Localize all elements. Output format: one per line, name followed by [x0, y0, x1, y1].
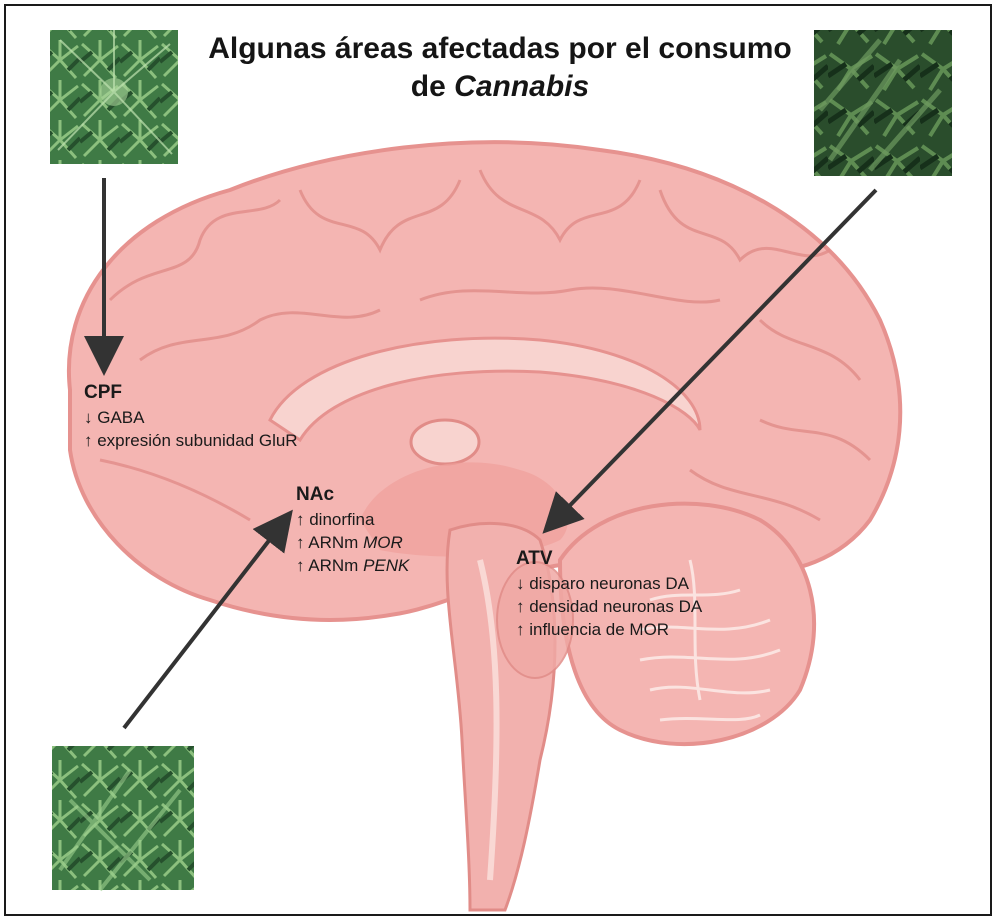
cpf-label: CPF ↓ GABA ↑ expresión subunidad GluR — [84, 380, 298, 452]
atv-item: ↑ densidad neuronas DA — [516, 597, 703, 616]
cannabis-photo-top-left — [50, 30, 178, 164]
cannabis-photo-bottom-left — [52, 746, 194, 892]
nac-title: NAc — [296, 484, 335, 505]
nac-item-prefix: ↑ ARNm — [296, 556, 364, 575]
atv-title: ATV — [516, 548, 553, 569]
nac-item: ↑ ARNm PENK — [296, 554, 409, 577]
nac-item-gene: MOR — [363, 533, 403, 552]
nac-item-prefix: ↑ ARNm — [296, 533, 364, 552]
atv-item: ↑ influencia de MOR — [516, 620, 670, 639]
title-line-2-italic: Cannabis — [454, 70, 590, 103]
figure-frame — [4, 4, 992, 916]
brain-illustration — [66, 140, 903, 912]
arrow-to-atv — [542, 188, 878, 534]
nac-item: ↑ dinorfina — [296, 510, 375, 529]
atv-item: ↓ disparo neuronas DA — [516, 574, 689, 593]
cpf-item: ↑ expresión subunidad GluR — [84, 431, 298, 450]
nac-item: ↑ ARNm MOR — [296, 531, 409, 554]
atv-label: ATV ↓ disparo neuronas DA ↑ densidad neu… — [516, 546, 702, 641]
figure-title: Algunas áreas afectadas por el consumo d… — [150, 30, 850, 106]
title-line-2: de Cannabis — [150, 68, 850, 106]
cannabis-photo-top-right — [814, 30, 952, 176]
nac-label: NAc ↑ dinorfina ↑ ARNm MOR ↑ ARNm PENK — [296, 482, 409, 577]
cpf-item: ↓ GABA — [84, 408, 145, 427]
title-line-2-prefix: de — [410, 70, 455, 103]
arrow-to-nac — [122, 509, 293, 730]
nac-item-gene: PENK — [363, 556, 410, 575]
cpf-title: CPF — [84, 382, 122, 403]
title-line-1: Algunas áreas afectadas por el consumo — [208, 32, 792, 65]
